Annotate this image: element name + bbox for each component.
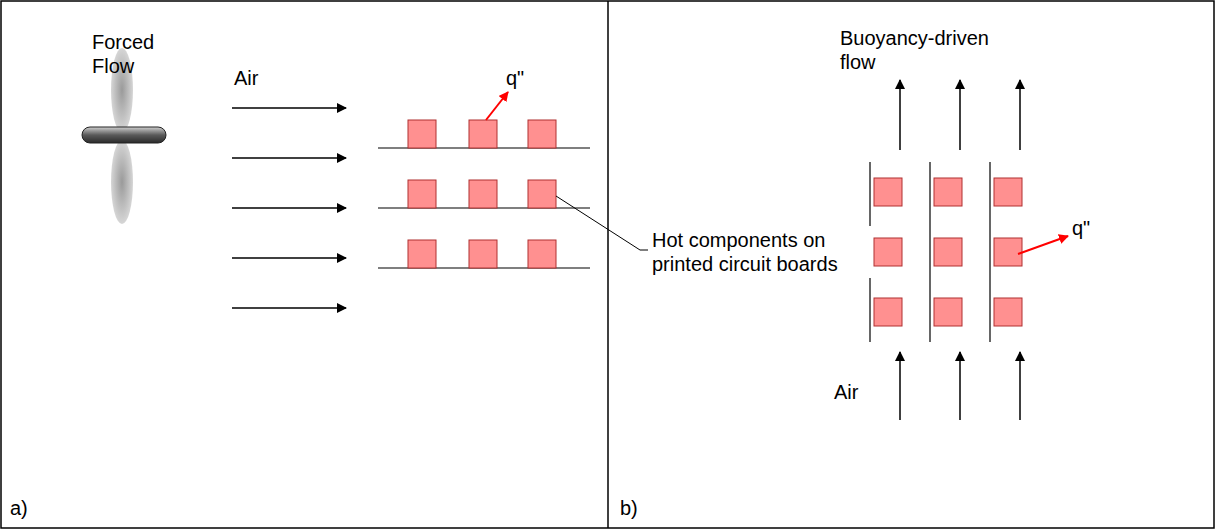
buoyancy-arrows [900, 80, 1020, 420]
panel-label: b) [620, 496, 660, 520]
panel-label: a) [10, 496, 50, 520]
heat-flux-label: q" [1072, 216, 1112, 240]
heat-flux-label: q" [506, 66, 546, 90]
circuit-boards-b [870, 162, 1068, 342]
air-arrows [232, 108, 346, 308]
circuit-boards-a [378, 92, 590, 268]
component-label: Hot components on printed circuit boards [648, 226, 871, 278]
flow-label: Buoyancy-driven flow [840, 26, 1000, 74]
flow-label: Air [834, 380, 884, 404]
panel-divider [607, 1, 609, 528]
fan-label: Forced Flow [92, 30, 162, 78]
flow-label: Air [234, 66, 294, 90]
